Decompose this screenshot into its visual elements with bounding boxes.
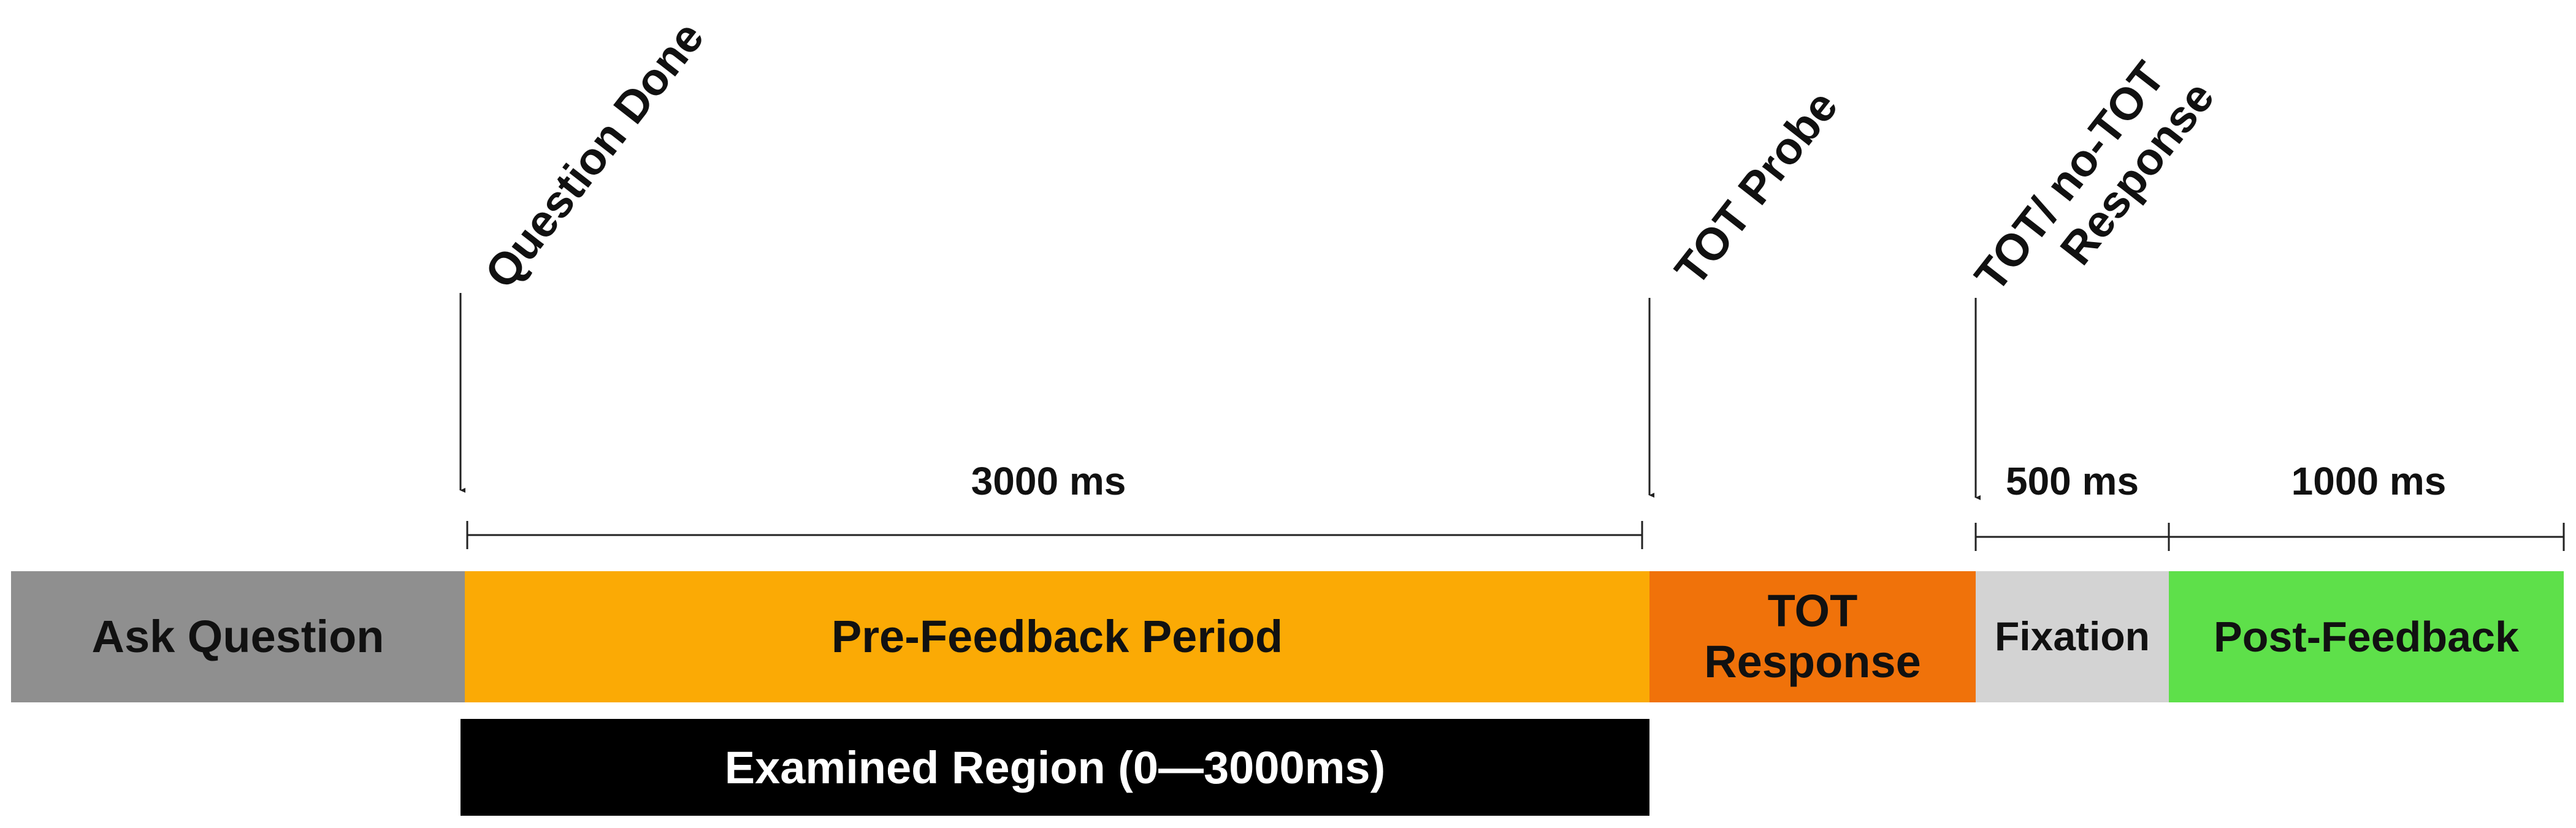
segment-tot-response: TOT Response: [1649, 571, 1976, 702]
duration-pre-feedback: 3000 ms: [971, 459, 1126, 503]
segment-post-feedback: Post-Feedback: [2169, 571, 2564, 702]
segment-ask-question: Ask Question: [11, 571, 465, 702]
duration-fixation: 500 ms: [2005, 459, 2139, 503]
duration-post-feedback: 1000 ms: [2291, 459, 2447, 503]
segment-pre-feedback: Pre-Feedback Period: [465, 571, 1649, 702]
pre-feedback-bracket: [466, 521, 1643, 549]
examined-region-bar: Examined Region (0—3000ms): [461, 719, 1649, 816]
post-feedback-bracket: [2169, 523, 2565, 551]
segment-fixation: Fixation: [1976, 571, 2169, 702]
fixation-bracket: [1974, 523, 2170, 551]
